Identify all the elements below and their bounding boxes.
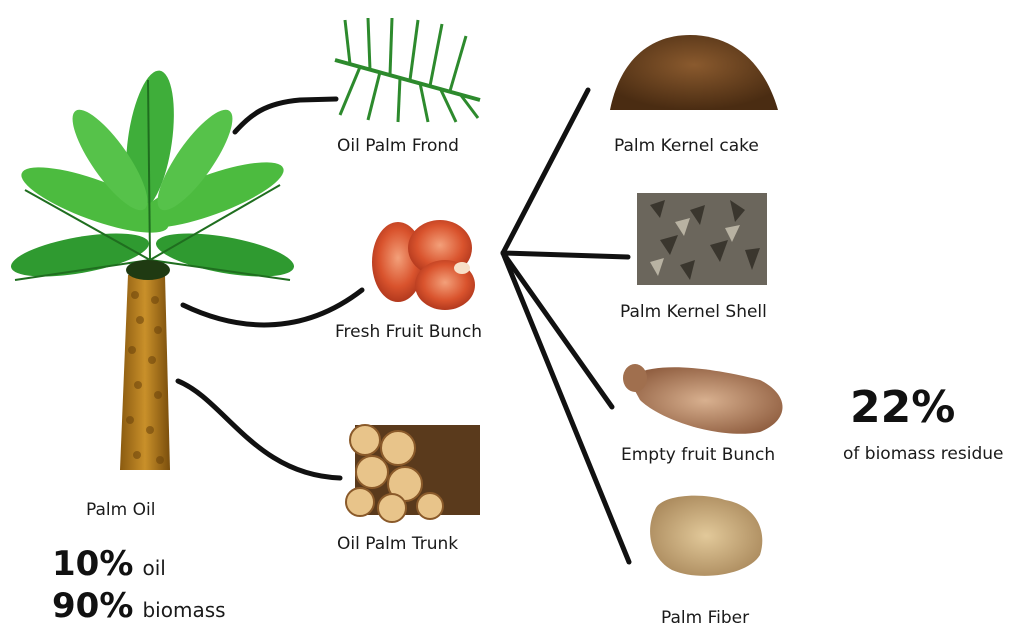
- empty-fruit-bunch-image: [623, 364, 783, 434]
- stat-biomass: 90% biomass: [52, 586, 226, 626]
- trunk-logs-image: [346, 425, 480, 522]
- efb-label: Empty fruit Bunch: [621, 445, 775, 465]
- stat-biomass-label: biomass: [142, 598, 225, 622]
- stat-oil-label: oil: [142, 556, 165, 580]
- residue-value: 22%: [850, 382, 955, 433]
- bunch-label: Fresh Fruit Bunch: [335, 322, 482, 342]
- frond-label: Oil Palm Frond: [337, 136, 459, 156]
- kernel-cake-image: [610, 35, 778, 110]
- stat-oil: 10% oil: [52, 544, 166, 584]
- stat-oil-value: 10%: [52, 544, 133, 584]
- connector-bunch-shell: [503, 253, 628, 257]
- connector-tree-trunk: [178, 381, 340, 478]
- fresh-fruit-bunch-image: [372, 220, 475, 310]
- palm-oil-label: Palm Oil: [86, 500, 155, 520]
- palm-tree-illustration: [8, 68, 297, 470]
- connector-tree-bunch: [183, 290, 362, 325]
- connector-tree-frond: [235, 99, 336, 132]
- frond-image: [335, 18, 480, 122]
- kernel-shell-image: [637, 193, 767, 285]
- residue-label: of biomass residue: [843, 444, 1003, 464]
- trunk-label: Oil Palm Trunk: [337, 534, 458, 554]
- connector-bunch-cake: [503, 90, 588, 253]
- palm-fiber-image: [650, 496, 762, 576]
- kernel-shell-label: Palm Kernel Shell: [620, 302, 767, 322]
- kernel-cake-label: Palm Kernel cake: [614, 136, 759, 156]
- fiber-label: Palm Fiber: [661, 608, 749, 628]
- stat-biomass-value: 90%: [52, 586, 133, 626]
